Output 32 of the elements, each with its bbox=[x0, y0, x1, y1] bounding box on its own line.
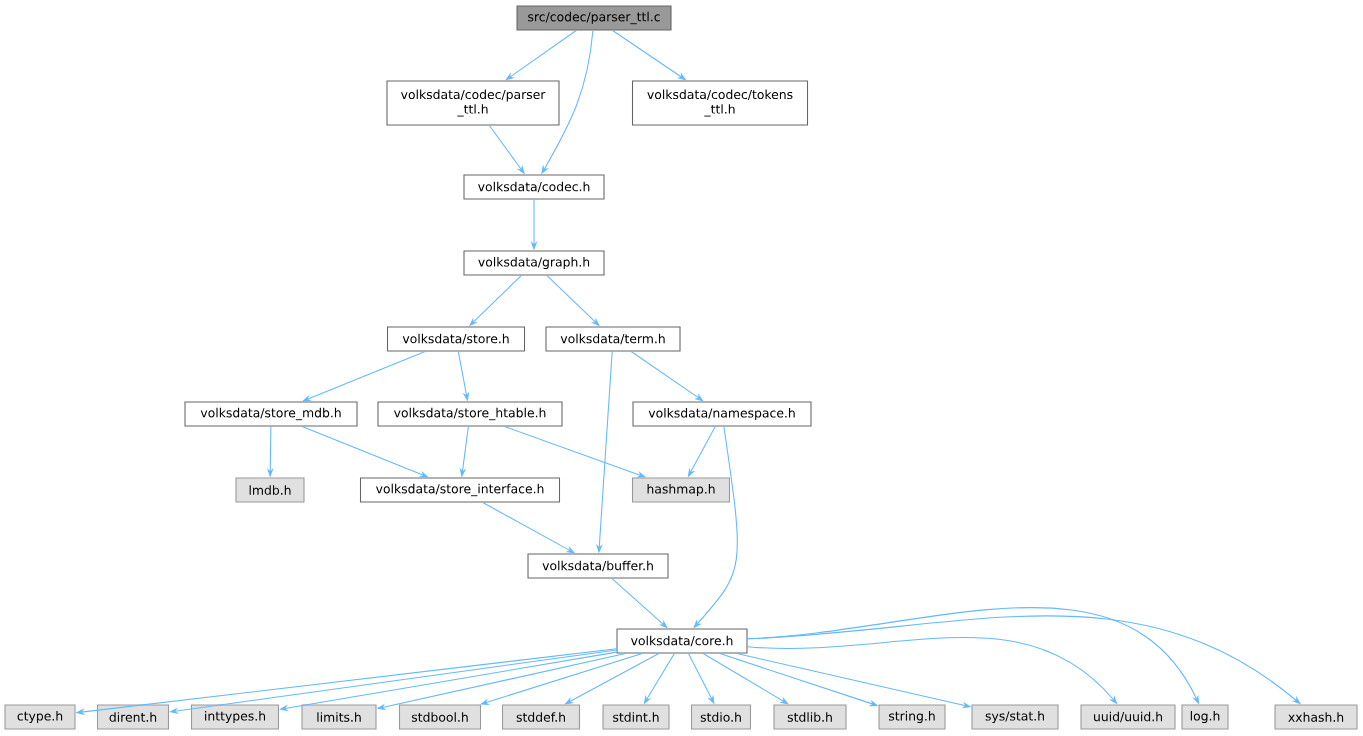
external-header-box: lmdb.h bbox=[235, 477, 305, 503]
arrow bbox=[505, 30, 577, 81]
header-box: volksdata/term.h bbox=[545, 326, 681, 352]
arrow bbox=[630, 351, 704, 402]
external-header-box: string.h bbox=[878, 704, 946, 730]
external-header-box: limits.h bbox=[301, 704, 377, 730]
external-header-box: stdbool.h bbox=[398, 704, 482, 730]
external-header-box: hashmap.h bbox=[631, 477, 731, 503]
external-header-box: inttypes.h bbox=[190, 704, 280, 730]
header-box: volksdata/store_interface.h bbox=[359, 477, 561, 503]
external-header-box: log.h bbox=[1181, 704, 1229, 730]
root-file-box: src/codec/parser_ttl.c bbox=[516, 5, 672, 31]
header-box: volksdata/store.h bbox=[386, 326, 526, 352]
external-header-box: xxhash.h bbox=[1274, 704, 1358, 730]
external-header-box: stdint.h bbox=[602, 704, 670, 730]
external-header-box: uuid/uuid.h bbox=[1080, 704, 1176, 730]
external-header-box: dirent.h bbox=[96, 704, 170, 730]
external-header-box: sys/stat.h bbox=[971, 704, 1059, 730]
header-box: volksdata/namespace.h bbox=[632, 401, 812, 427]
header-box: volksdata/codec.h bbox=[463, 174, 605, 200]
header-box: volksdata/graph.h bbox=[463, 250, 605, 276]
external-header-box: stddef.h bbox=[501, 704, 581, 730]
external-header-box: stdlib.h bbox=[773, 704, 847, 730]
header-box: volksdata/store_htable.h bbox=[377, 401, 563, 427]
header-box: volksdata/core.h bbox=[616, 628, 748, 654]
header-box: volksdata/store_mdb.h bbox=[184, 401, 358, 427]
header-box: volksdata/codec/parser _ttl.h bbox=[386, 80, 560, 126]
header-box: volksdata/codec/tokens _ttl.h bbox=[631, 80, 809, 126]
header-box: volksdata/buffer.h bbox=[527, 553, 669, 579]
external-header-box: stdio.h bbox=[690, 704, 752, 730]
external-header-box: ctype.h bbox=[4, 704, 76, 730]
arrow bbox=[702, 653, 789, 705]
